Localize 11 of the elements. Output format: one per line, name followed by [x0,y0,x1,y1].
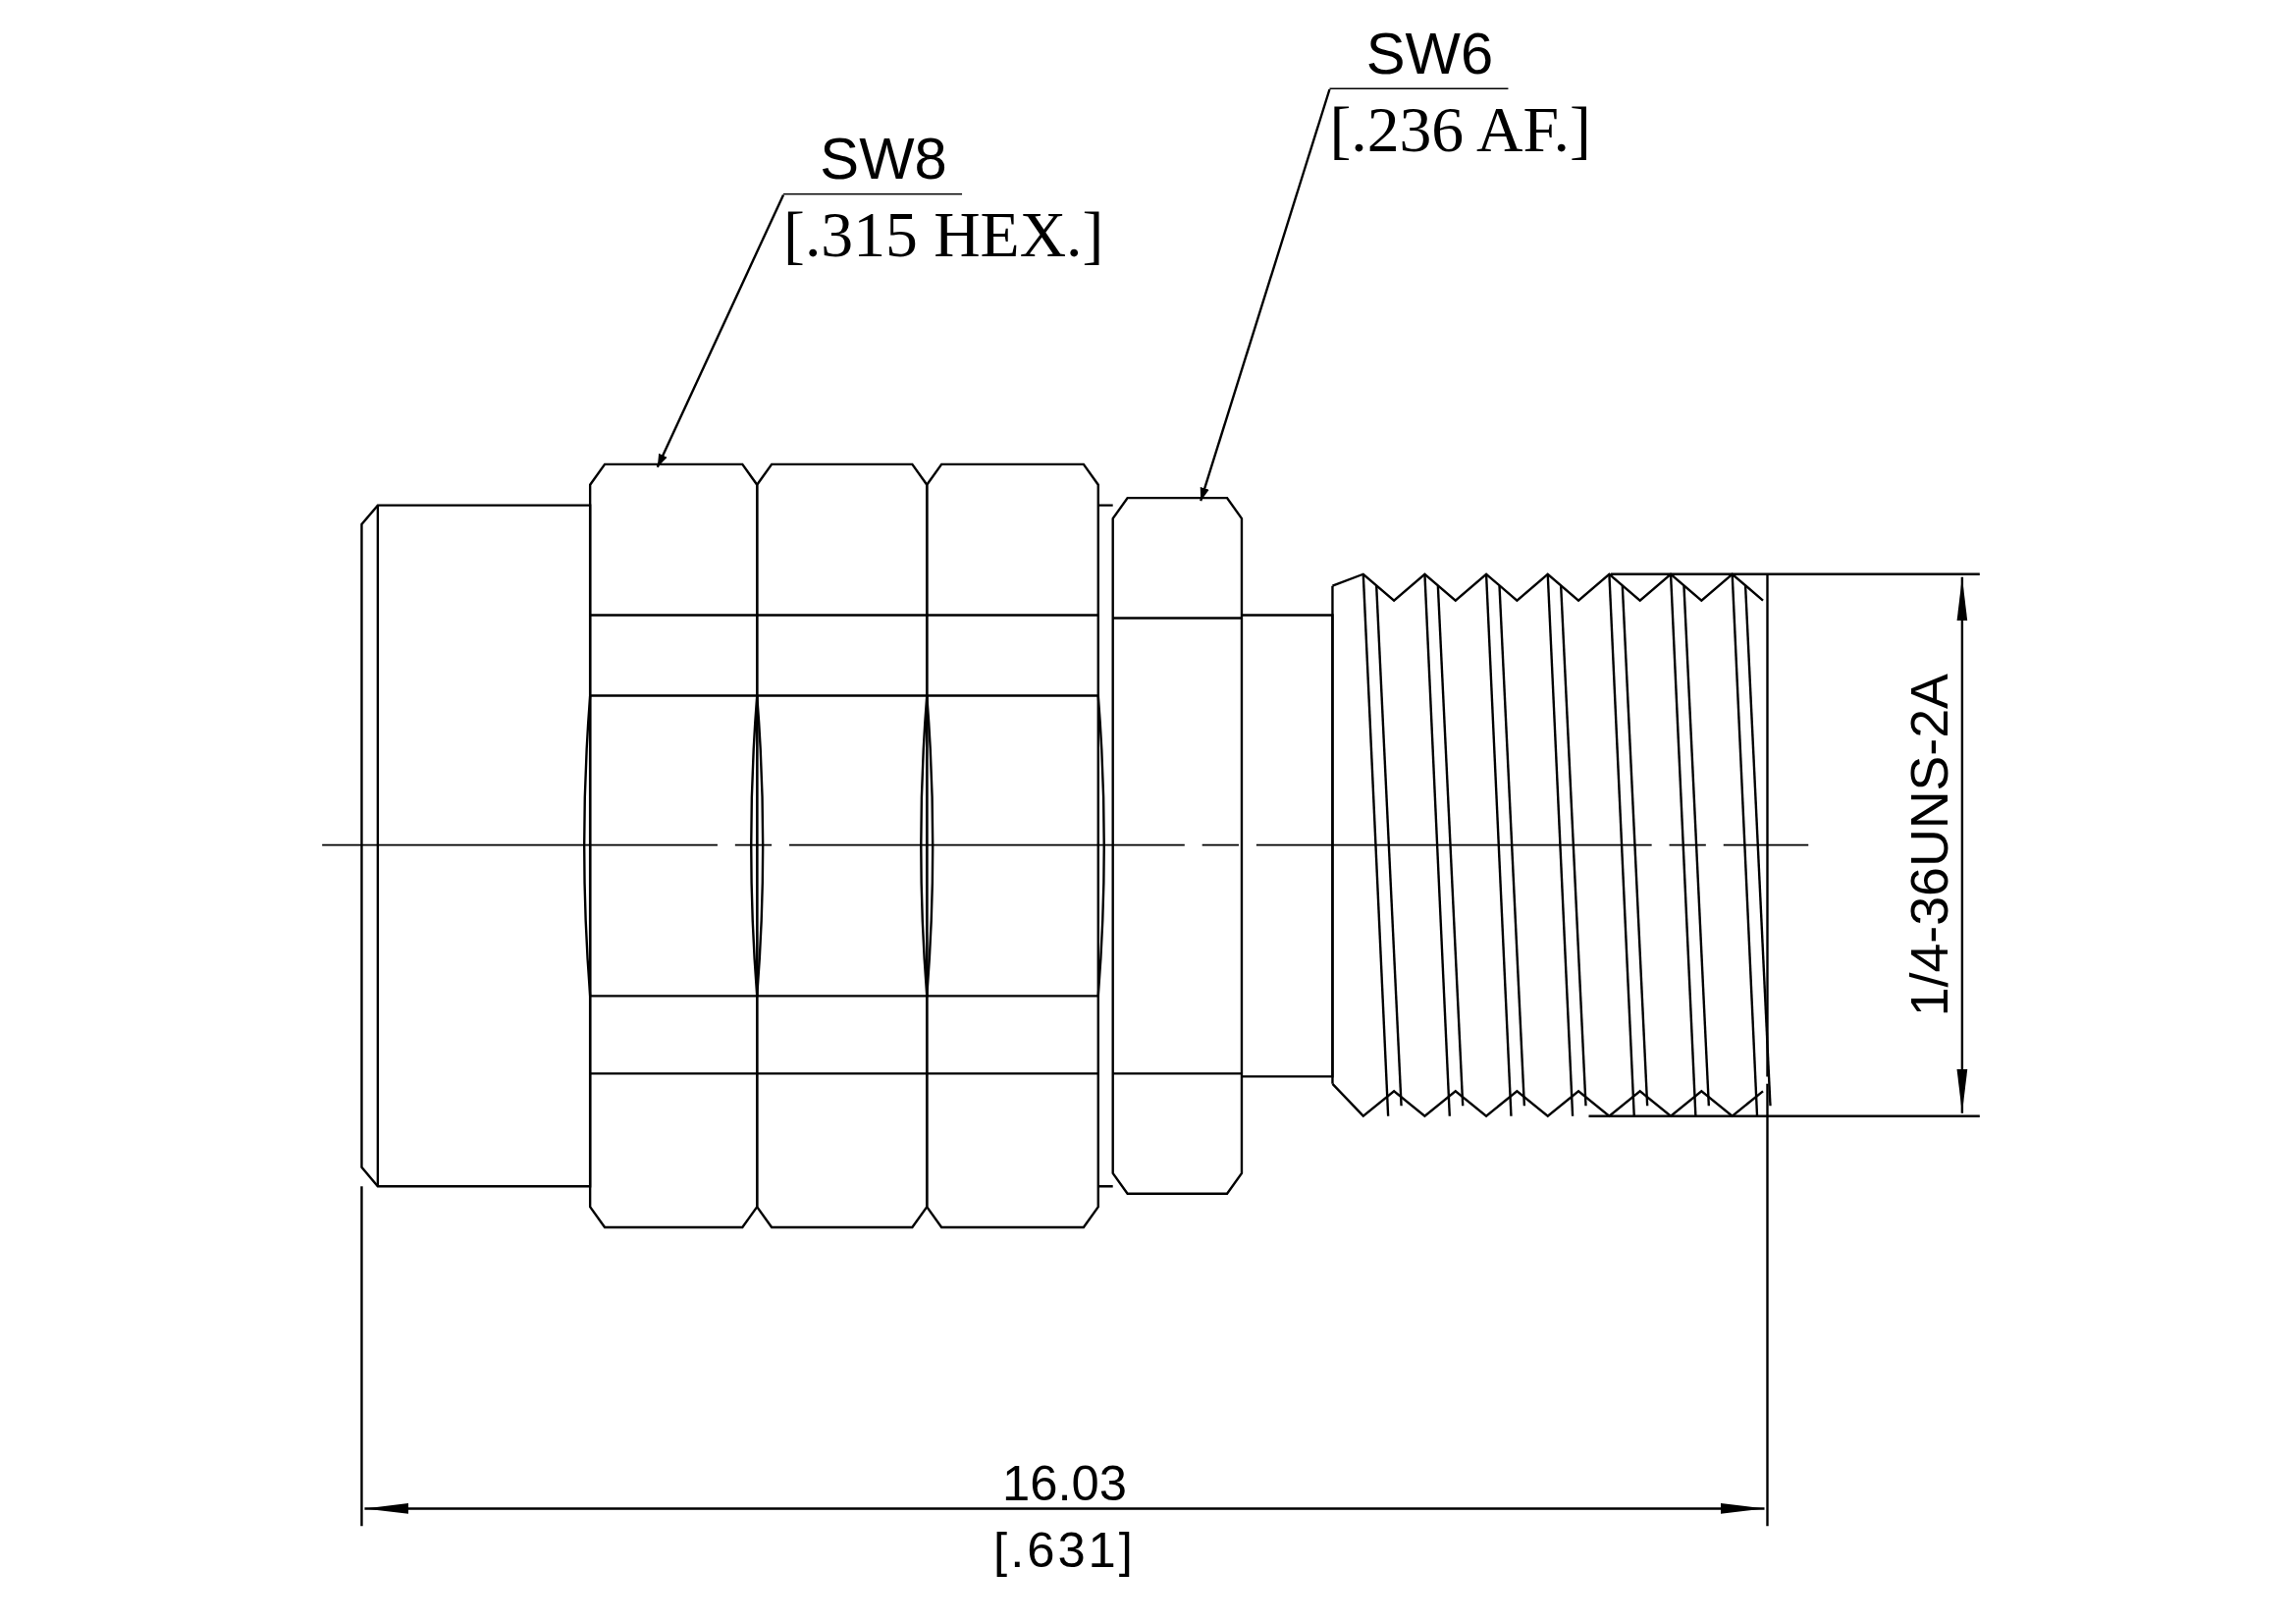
dimension-text: [.315 HEX.] [783,203,1105,268]
dimension-text: [.631] [993,1524,1136,1575]
dimension-text: 16.03 [1002,1457,1127,1507]
leader-line [1200,88,1331,502]
wrench-size-label: SW8 [783,129,962,195]
dimension-text: [.236 AF.] [1329,97,1592,163]
hex-nut-drawing [583,462,1105,1229]
hex-collar-drawing [1111,497,1244,1195]
wrench-size-label: SW6 [1329,23,1508,89]
dimension-text: 1/4-36UNS-2A [1903,674,1956,1017]
leader-line [656,193,785,468]
